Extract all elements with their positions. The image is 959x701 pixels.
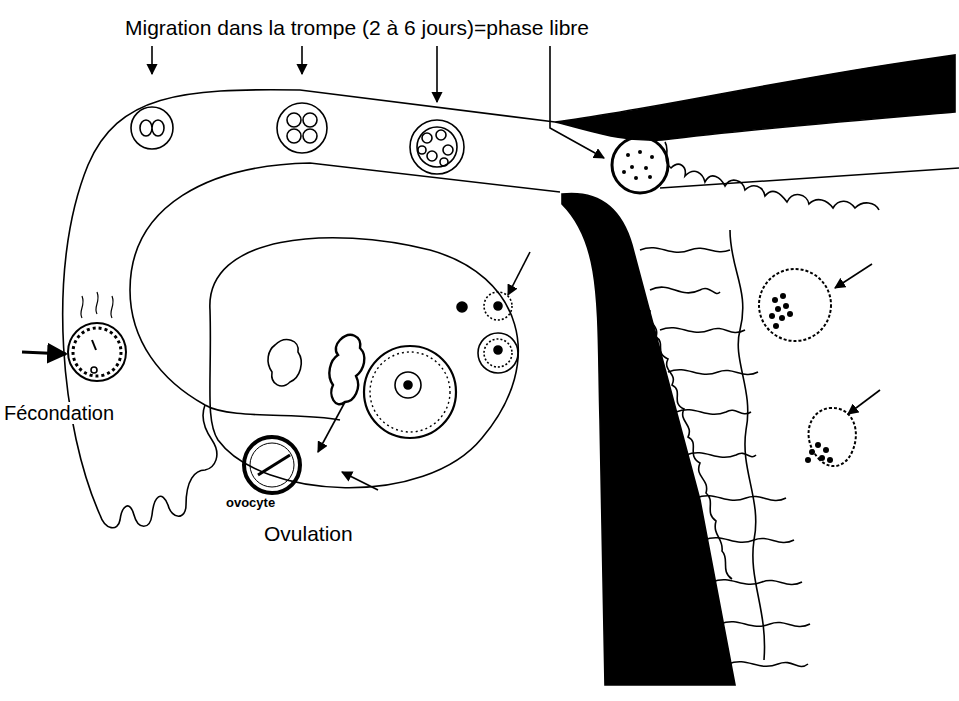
- fimbriae: [100, 405, 217, 528]
- four-cell-embryo: [277, 103, 327, 153]
- morula: [612, 137, 668, 193]
- fertilised-ovocyte: [68, 323, 126, 381]
- follicle: [478, 333, 518, 373]
- endometrium: [568, 205, 732, 579]
- endometrium: [660, 168, 959, 188]
- arrow: [508, 252, 530, 295]
- arrow: [301, 46, 303, 74]
- arrow: [835, 264, 872, 288]
- arrow: [848, 390, 880, 414]
- arrow: [342, 472, 378, 490]
- arrow: [436, 46, 438, 102]
- blastocyst: [759, 269, 831, 341]
- cell-label: ovocyte: [226, 496, 275, 510]
- uterine-wall: [562, 193, 735, 685]
- follicle: [484, 292, 512, 320]
- ovocyte: [244, 437, 300, 493]
- ovary: [210, 238, 518, 488]
- corpus-luteum: [268, 340, 301, 386]
- arrow: [151, 46, 153, 74]
- heading: Migration dans la trompe (2 à 6 jours)=p…: [125, 16, 589, 39]
- two-cell-embryo: [131, 107, 173, 149]
- endometrial-fold: [640, 230, 810, 667]
- arrow: [550, 46, 604, 158]
- arrow: [318, 402, 345, 452]
- uterine-wall: [555, 55, 955, 140]
- stage-label: Ovulation: [264, 522, 353, 545]
- arrow: [22, 352, 66, 354]
- ruptured-follicle: [329, 335, 364, 404]
- morula: [410, 120, 464, 174]
- stage-label: Fécondation: [4, 402, 114, 424]
- mature-follicle: [364, 346, 456, 438]
- ligament: [205, 405, 340, 420]
- tube-wall: [130, 163, 560, 405]
- implanting-blastocyst: [809, 408, 856, 466]
- follicle: [457, 302, 467, 312]
- tube-wall: [63, 90, 555, 515]
